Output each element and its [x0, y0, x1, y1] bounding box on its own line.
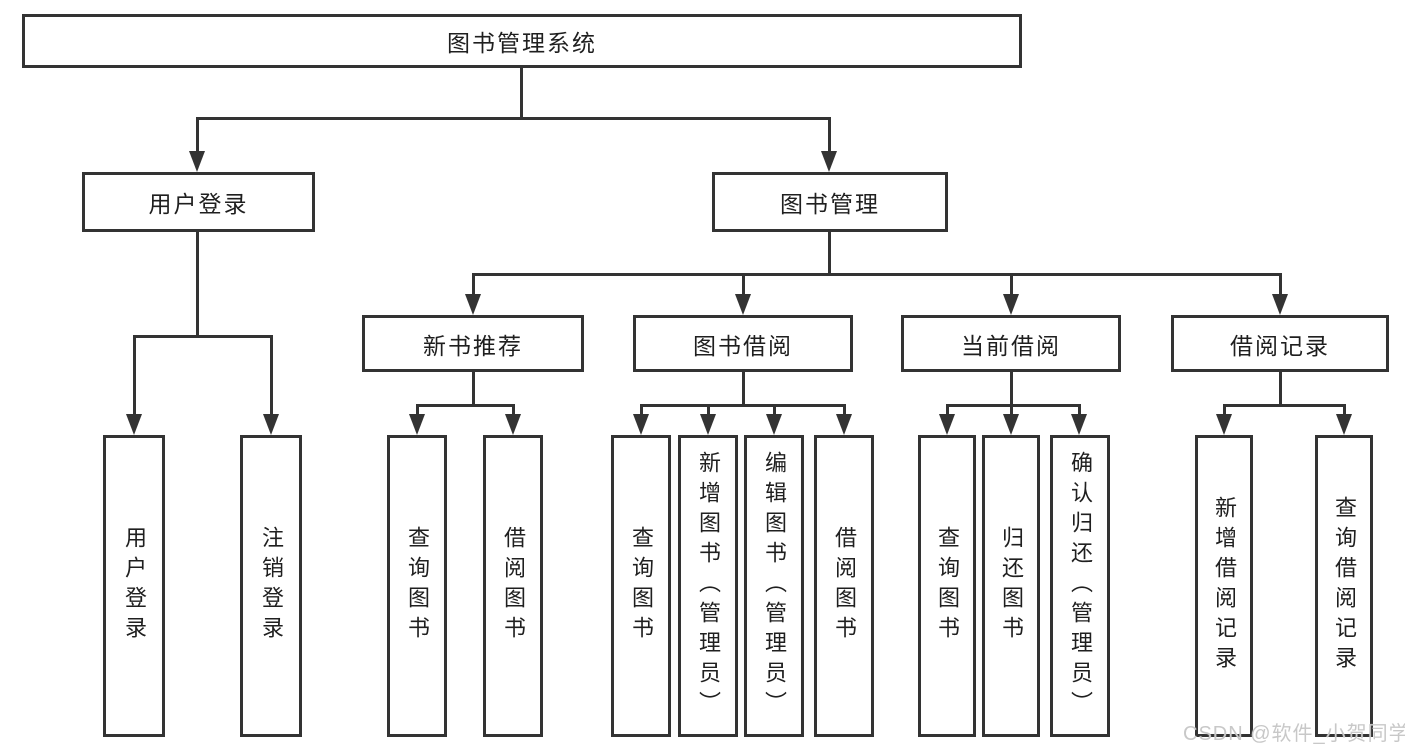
arrowhead-icon: [409, 414, 425, 435]
connector-line: [1010, 404, 1013, 417]
arrowhead-icon: [1003, 294, 1019, 315]
connector-line: [472, 273, 475, 297]
connector-line: [742, 372, 745, 407]
connector-line: [472, 372, 475, 407]
node-new-book-recommendation-label: 新书推荐: [423, 332, 523, 359]
connector-line: [742, 273, 745, 297]
connector-line: [133, 335, 136, 416]
arrowhead-icon: [1071, 414, 1087, 435]
connector-line: [1343, 404, 1346, 417]
connector-line: [196, 232, 199, 337]
node-root-label: 图书管理系统: [447, 30, 597, 56]
connector-line: [946, 404, 949, 417]
leaf-add-book-admin: 新增图书（管理员）: [678, 435, 738, 737]
arrowhead-icon: [465, 294, 481, 315]
arrowhead-icon: [735, 294, 751, 315]
node-user-login: 用户登录: [82, 172, 315, 232]
arrowhead-icon: [633, 414, 649, 435]
leaf-query-books-recommend: 查询图书: [387, 435, 447, 737]
leaf-edit-book-admin-label: 编辑图书（管理员）: [762, 451, 787, 721]
leaf-confirm-return-admin-label: 确认归还（管理员）: [1068, 451, 1093, 721]
arrowhead-icon: [700, 414, 716, 435]
node-root: 图书管理系统: [22, 14, 1022, 68]
watermark: CSDN @软件_小贺同学: [1183, 723, 1405, 745]
arrowhead-icon: [1272, 294, 1288, 315]
connector-line: [1279, 273, 1282, 297]
leaf-query-books-borrow: 查询图书: [611, 435, 671, 737]
node-current-borrowing-label: 当前借阅: [961, 332, 1061, 359]
leaf-edit-book-admin: 编辑图书（管理员）: [744, 435, 804, 737]
leaf-user-login: 用户登录: [103, 435, 165, 737]
connector-line: [196, 117, 199, 153]
arrowhead-icon: [1003, 414, 1019, 435]
node-borrowing-records: 借阅记录: [1171, 315, 1389, 372]
connector-line: [1223, 404, 1345, 407]
connector-line: [416, 404, 419, 417]
leaf-query-books-current-label: 查询图书: [935, 526, 960, 646]
connector-line: [1223, 404, 1226, 417]
arrowhead-icon: [1336, 414, 1352, 435]
leaf-return-books-label: 归还图书: [999, 526, 1024, 646]
leaf-borrow-books-recommend-label: 借阅图书: [501, 526, 526, 646]
connector-line: [640, 404, 643, 417]
leaf-borrow-books-label: 借阅图书: [832, 526, 857, 646]
leaf-user-login-label: 用户登录: [122, 526, 147, 646]
leaf-query-books-borrow-label: 查询图书: [629, 526, 654, 646]
arrowhead-icon: [189, 151, 205, 172]
connector-line: [946, 404, 1081, 407]
node-book-borrowing-label: 图书借阅: [693, 332, 793, 359]
node-borrowing-records-label: 借阅记录: [1230, 332, 1330, 359]
leaf-query-borrow-record-label: 查询借阅记录: [1332, 496, 1357, 676]
connector-line: [1279, 372, 1282, 407]
leaf-logout: 注销登录: [240, 435, 302, 737]
connector-line: [843, 404, 846, 417]
arrowhead-icon: [126, 414, 142, 435]
connector-line: [133, 335, 273, 338]
connector-line: [472, 273, 1281, 276]
node-user-login-label: 用户登录: [148, 191, 249, 217]
connector-line: [828, 232, 831, 274]
connector-line: [520, 68, 523, 118]
leaf-add-borrow-record: 新增借阅记录: [1195, 435, 1253, 737]
leaf-borrow-books-recommend: 借阅图书: [483, 435, 543, 737]
arrowhead-icon: [939, 414, 955, 435]
connector-line: [1010, 273, 1013, 297]
leaf-add-borrow-record-label: 新增借阅记录: [1212, 496, 1237, 676]
connector-line: [640, 404, 845, 407]
connector-line: [828, 117, 831, 153]
leaf-query-books-current: 查询图书: [918, 435, 976, 737]
leaf-add-book-admin-label: 新增图书（管理员）: [696, 451, 721, 721]
connector-line: [707, 404, 710, 417]
arrowhead-icon: [766, 414, 782, 435]
arrowhead-icon: [836, 414, 852, 435]
arrowhead-icon: [263, 414, 279, 435]
connector-line: [512, 404, 515, 417]
leaf-return-books: 归还图书: [982, 435, 1040, 737]
node-book-management-label: 图书管理: [780, 191, 880, 217]
connector-line: [416, 404, 515, 407]
node-book-management: 图书管理: [712, 172, 948, 232]
leaf-borrow-books: 借阅图书: [814, 435, 874, 737]
arrowhead-icon: [1216, 414, 1232, 435]
connector-line: [1010, 372, 1013, 407]
connector-line: [773, 404, 776, 417]
connector-line: [270, 335, 273, 416]
leaf-logout-label: 注销登录: [259, 526, 284, 646]
node-current-borrowing: 当前借阅: [901, 315, 1121, 372]
leaf-query-books-recommend-label: 查询图书: [405, 526, 430, 646]
leaf-query-borrow-record: 查询借阅记录: [1315, 435, 1373, 737]
connector-line: [1078, 404, 1081, 417]
node-new-book-recommendation: 新书推荐: [362, 315, 584, 372]
node-book-borrowing: 图书借阅: [633, 315, 853, 372]
arrowhead-icon: [505, 414, 521, 435]
connector-line: [196, 117, 830, 120]
leaf-confirm-return-admin: 确认归还（管理员）: [1050, 435, 1110, 737]
arrowhead-icon: [821, 151, 837, 172]
